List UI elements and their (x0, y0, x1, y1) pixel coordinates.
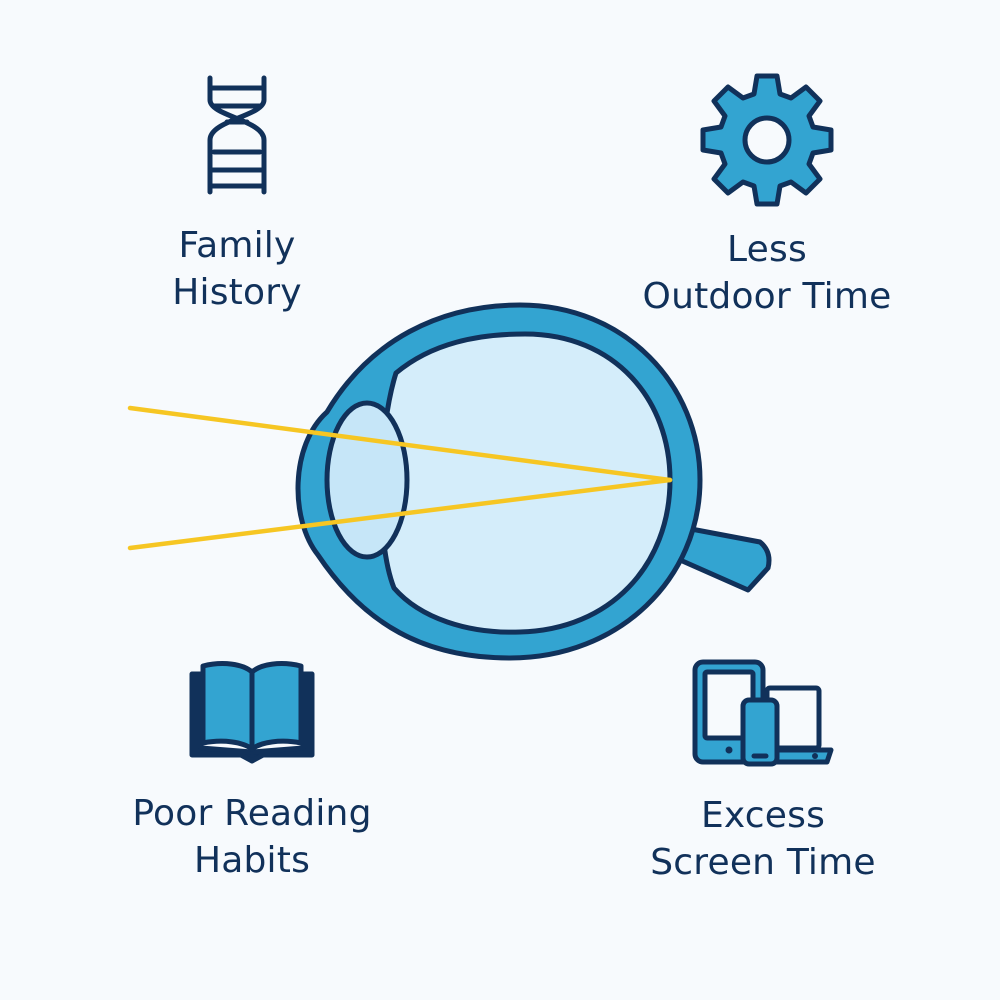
factor-label-line2: History (172, 272, 302, 313)
gear-icon (700, 73, 834, 207)
open-book-icon (189, 661, 315, 764)
factor-label-line2: Screen Time (650, 842, 876, 883)
factor-label: Less Outdoor Time (597, 226, 937, 320)
devices-icon (692, 659, 834, 767)
factor-label: Poor Reading Habits (82, 790, 422, 884)
factor-label-line1: Family (178, 225, 296, 266)
factor-label-line2: Habits (193, 840, 311, 881)
factor-label-line1: Poor Reading (132, 793, 372, 834)
light-ray-upper (127, 405, 673, 483)
factor-family-history: Family History (67, 70, 407, 316)
factor-label-line1: Less (727, 229, 807, 270)
eye-interior (378, 331, 673, 635)
dna-icon (207, 75, 267, 195)
factor-outdoor-time: Less Outdoor Time (597, 70, 937, 320)
factor-label-line2: Outdoor Time (642, 276, 892, 317)
factor-label: Family History (67, 222, 407, 316)
factor-label: Excess Screen Time (593, 792, 933, 886)
phone-icon (740, 697, 780, 767)
eye-lens (324, 400, 410, 560)
factor-label-line1: Excess (700, 795, 826, 836)
factor-screen-time: Excess Screen Time (593, 658, 933, 886)
light-ray-lower (127, 477, 673, 551)
factor-reading-habits: Poor Reading Habits (82, 658, 422, 884)
